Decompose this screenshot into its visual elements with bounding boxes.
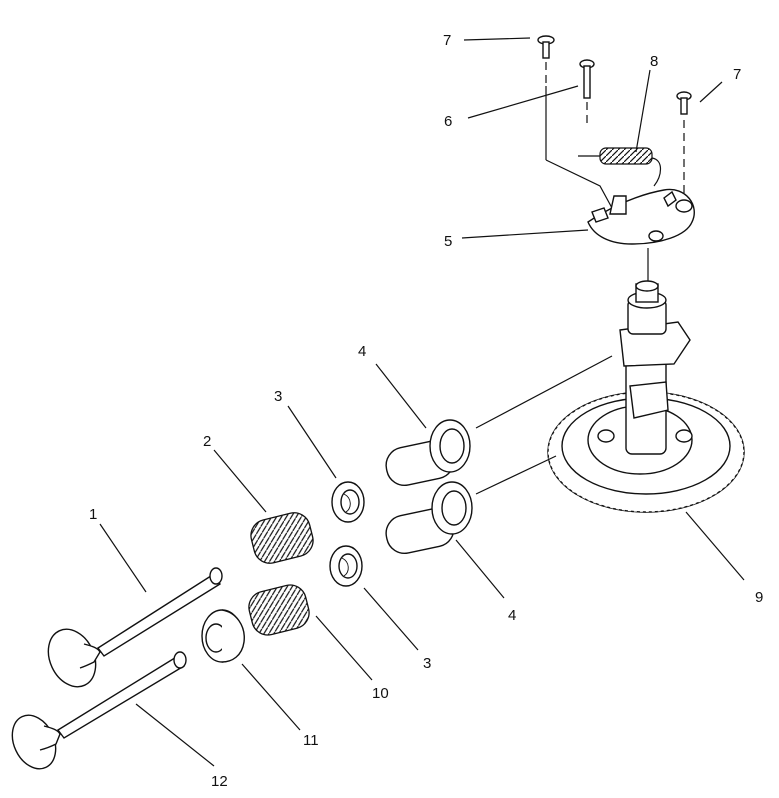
spring-retainer-3-lower bbox=[329, 545, 363, 587]
callout-3-lower: 3 bbox=[423, 655, 431, 672]
valve-1 bbox=[47, 567, 223, 688]
callout-9: 9 bbox=[755, 589, 763, 606]
callout-12: 12 bbox=[211, 773, 228, 790]
callout-11: 11 bbox=[303, 732, 319, 749]
callout-5: 5 bbox=[444, 233, 452, 250]
pin-6 bbox=[579, 59, 595, 126]
pin-7-right bbox=[676, 91, 692, 196]
callout-10: 10 bbox=[372, 685, 389, 702]
camshaft bbox=[619, 280, 691, 455]
callout-7-right: 7 bbox=[733, 66, 741, 83]
valve-12 bbox=[11, 651, 187, 770]
spring-retainer-3-upper bbox=[331, 481, 365, 523]
callout-6: 6 bbox=[444, 113, 452, 130]
callout-3-upper: 3 bbox=[274, 388, 282, 405]
callout-2: 2 bbox=[203, 433, 211, 450]
callout-1: 1 bbox=[89, 506, 97, 523]
tappet-4-upper bbox=[385, 355, 613, 487]
callout-4-upper: 4 bbox=[358, 343, 366, 360]
valve-spring-10 bbox=[248, 584, 310, 636]
spring-8 bbox=[578, 147, 662, 187]
leader-lines bbox=[99, 37, 745, 767]
callout-7-left: 7 bbox=[443, 32, 451, 49]
valve-spring-2 bbox=[250, 512, 314, 564]
seal-11 bbox=[201, 609, 245, 663]
callout-8: 8 bbox=[650, 53, 658, 70]
governor-plate-5 bbox=[587, 188, 695, 284]
tappet-4-lower bbox=[385, 455, 557, 555]
pin-7-left bbox=[537, 35, 613, 209]
callout-4-lower: 4 bbox=[508, 607, 516, 624]
